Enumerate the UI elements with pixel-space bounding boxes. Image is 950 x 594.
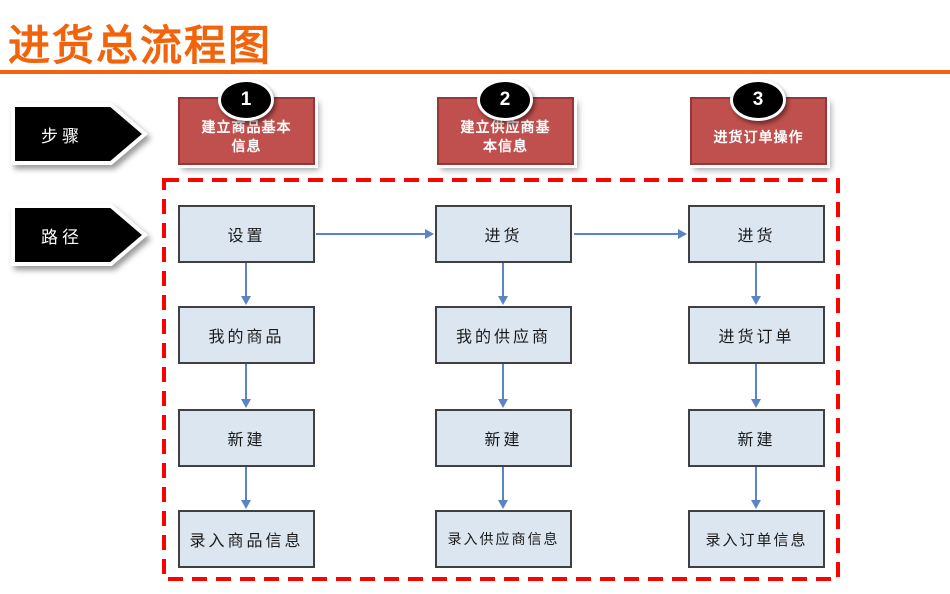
arrow-col1-row1-row2 xyxy=(241,263,251,305)
step-number-2: 2 xyxy=(499,89,511,110)
flow-box-label: 进货订单 xyxy=(718,329,795,346)
flow-box-col2-row4: 录入供应商信息 xyxy=(435,510,572,568)
arrow-col1-row2-row3 xyxy=(241,364,251,408)
step-box-3: 进货订单操作 xyxy=(690,97,827,165)
arrow-col2-row1-row2 xyxy=(498,263,508,305)
arrow-col2-row2-row3 xyxy=(498,364,508,408)
step-number-1: 1 xyxy=(240,89,252,110)
flow-box-col3-row2: 进货订单 xyxy=(688,306,825,364)
step-number-badge-2: 2 xyxy=(477,79,533,121)
flow-box-col1-row4: 录入商品信息 xyxy=(178,510,315,568)
banner-arrow-shape xyxy=(11,103,149,165)
title-underline xyxy=(0,70,950,74)
flow-box-col3-row1: 进货 xyxy=(688,205,825,263)
arrow-col3-row3-row4 xyxy=(751,467,761,509)
path-dashed-outline xyxy=(162,178,840,581)
banner-path: 路径 xyxy=(10,203,150,267)
step-number-badge-1: 1 xyxy=(218,79,274,121)
arrow-col1-to-col2 xyxy=(316,229,434,239)
flow-box-label: 我的供应商 xyxy=(455,329,551,346)
banner-arrow-shape xyxy=(11,204,149,266)
flow-box-label: 我的商品 xyxy=(208,329,285,346)
flow-box-label: 新建 xyxy=(737,432,776,449)
step-box-3-label: 进货订单操作 xyxy=(713,128,804,145)
banner-steps-label: 步骤 xyxy=(41,126,83,146)
flow-box-label: 录入供应商信息 xyxy=(447,533,560,548)
step-box-1-label: 建立商品基本 信息 xyxy=(201,119,292,154)
banner-steps: 步骤 xyxy=(10,102,150,166)
page-title: 进货总流程图 xyxy=(8,22,273,69)
flow-box-label: 录入订单信息 xyxy=(705,532,808,549)
arrow-col3-row1-row2 xyxy=(751,263,761,305)
arrow-col3-row2-row3 xyxy=(751,364,761,408)
arrow-col2-to-col3 xyxy=(574,229,687,239)
flow-box-label: 录入商品信息 xyxy=(189,533,304,550)
flow-box-col3-row4: 录入订单信息 xyxy=(688,510,825,568)
flow-box-col2-row1: 进货 xyxy=(435,205,572,263)
flow-box-col3-row3: 新建 xyxy=(688,409,825,467)
flow-box-label: 新建 xyxy=(484,432,523,449)
banner-path-label: 路径 xyxy=(41,227,83,247)
step-box-2-label: 建立供应商基 本信息 xyxy=(460,119,551,154)
flow-box-col2-row3: 新建 xyxy=(435,409,572,467)
flow-box-label: 新建 xyxy=(227,432,266,449)
step-number-badge-3: 3 xyxy=(730,79,786,121)
step-number-3: 3 xyxy=(752,89,764,110)
arrow-col1-row3-row4 xyxy=(241,467,251,509)
flow-box-col1-row1: 设置 xyxy=(178,205,315,263)
flow-box-label: 进货 xyxy=(484,228,523,245)
flow-box-col1-row3: 新建 xyxy=(178,409,315,467)
flow-box-label: 进货 xyxy=(737,228,776,245)
flow-box-col1-row2: 我的商品 xyxy=(178,306,315,364)
arrow-col2-row3-row4 xyxy=(498,467,508,509)
flow-box-label: 设置 xyxy=(227,228,266,245)
flow-box-col2-row2: 我的供应商 xyxy=(435,306,572,364)
